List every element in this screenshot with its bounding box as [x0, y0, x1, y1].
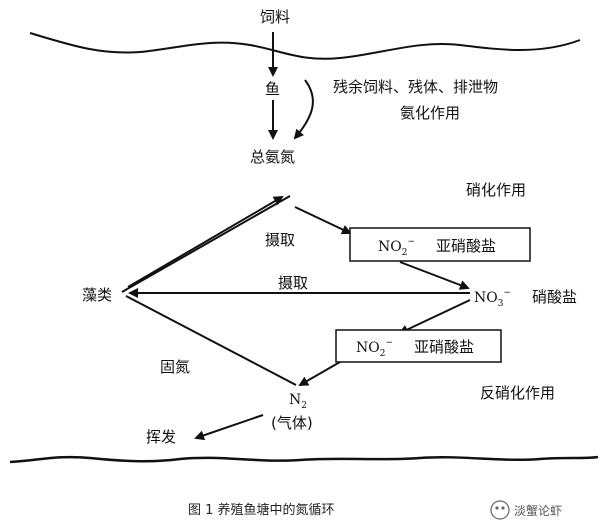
label-total-nitrogen: 总氨氮: [250, 148, 295, 166]
label-nitrogen-fixation: 固氮: [160, 358, 190, 376]
label-feed: 饲料: [260, 8, 290, 26]
label-nitrate-name: 硝酸盐: [532, 288, 577, 306]
label-ammonification: 氨化作用: [400, 104, 460, 122]
label-nitrite-top-name: 亚硝酸盐: [436, 237, 496, 255]
nitrite-box-top: [349, 227, 531, 262]
label-nitrification: 硝化作用: [466, 181, 526, 199]
label-nitrite-bottom-name: 亚硝酸盐: [414, 338, 474, 356]
label-uptake-middle: 摄取: [278, 274, 308, 292]
label-nitrite-top-formula: NO2−: [378, 237, 415, 258]
line-algae-to-n2: [125, 295, 297, 386]
label-uptake-upper: 摄取: [265, 231, 295, 249]
pond-bottom-line: [9, 455, 599, 464]
label-nitrate-formula: NO3−: [474, 288, 511, 309]
arrow-nitrite-to-n2: [298, 361, 341, 386]
label-nitrite-bottom-formula: NO2−: [356, 338, 393, 359]
arrow-nitrite-to-nitrate: [399, 261, 470, 290]
label-algae: 藻类: [82, 286, 112, 304]
watermark-icon-dot-left: [495, 506, 499, 510]
arrow-residue-to-total-nitrogen: [293, 79, 314, 140]
watermark-icon: [490, 500, 510, 520]
watermark-icon-dot-right: [501, 506, 505, 510]
arrow-n2-to-volatilization: [194, 414, 264, 441]
label-volatilization: 挥发: [146, 428, 176, 446]
label-n2-formula: N2: [289, 392, 307, 411]
arrow-uptake-to-algae-upper: [121, 195, 291, 293]
arrow-total-nitrogen-to-nitrite: [294, 206, 352, 235]
nitrite-box-bottom: [335, 329, 502, 363]
label-fish: 鱼: [265, 80, 280, 98]
figure-caption: 图 1 养殖鱼塘中的氮循环: [188, 502, 335, 518]
label-gas: (气体): [271, 414, 313, 432]
arrow-uptake-to-algae-lower: [127, 195, 284, 288]
label-denitrification: 反硝化作用: [480, 384, 555, 402]
water-surface-line: [29, 32, 581, 60]
arrow-nitrate-to-nitrite-bottom: [398, 299, 471, 335]
watermark-text: 淡蟹论虾: [514, 503, 562, 518]
watermark: 淡蟹论虾: [490, 500, 562, 520]
label-residue: 残余饲料、残体、排泄物: [333, 78, 498, 96]
